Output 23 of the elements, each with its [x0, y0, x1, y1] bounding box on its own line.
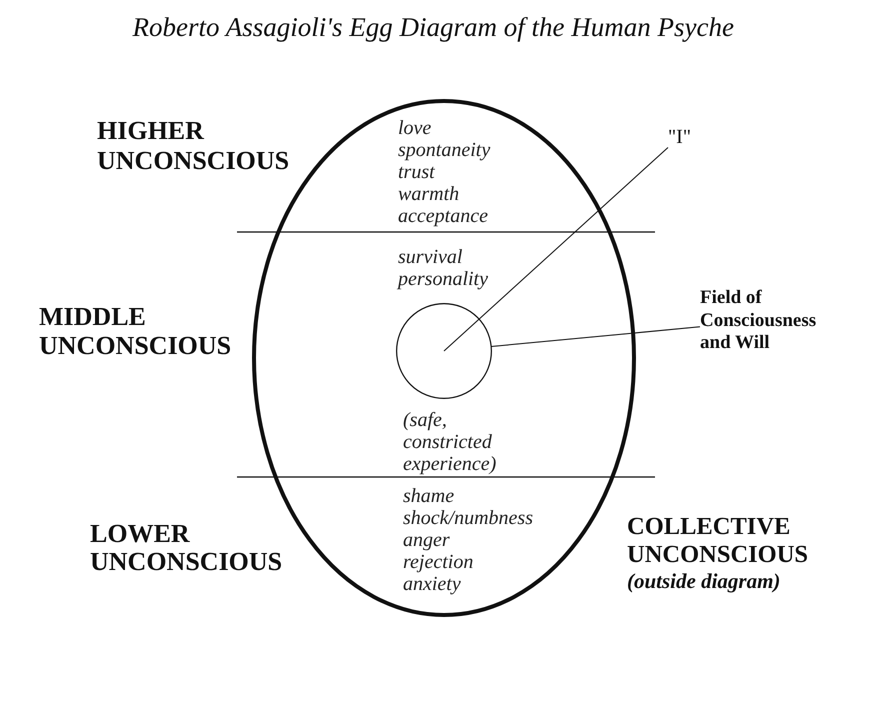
psyche-content-text: (safe, constricted experience) — [403, 409, 498, 475]
psyche-content-text: anger — [403, 529, 450, 551]
psyche-content-text: acceptance — [398, 205, 488, 227]
region-label: LOWER UNCONSCIOUS — [90, 520, 284, 576]
psyche-content-text: shock/numbness — [403, 507, 533, 529]
diagram-title: Roberto Assagioli's Egg Diagram of the Human Psyche — [132, 11, 734, 43]
region-label: MIDDLE UNCONSCIOUS — [39, 302, 232, 360]
field-label: Field of Consciousness and Will — [700, 287, 827, 354]
psyche-content-text: spontaneity — [398, 139, 490, 161]
region-label: HIGHER UNCONSCIOUS — [97, 116, 290, 176]
psyche-content-text: anxiety — [403, 573, 461, 595]
psyche-content-text: love — [398, 117, 432, 139]
psyche-content-text: shame — [403, 485, 454, 507]
self-label: "I" — [668, 125, 691, 149]
region-label: COLLECTIVE UNCONSCIOUS — [627, 513, 810, 569]
leader-line — [444, 147, 668, 352]
psyche-content-text: trust — [398, 161, 435, 183]
leader-line — [490, 326, 700, 347]
psyche-content-text: survival personality — [398, 246, 489, 290]
consciousness-circle — [396, 303, 492, 399]
note-text: (outside diagram) — [627, 570, 780, 592]
psyche-content-text: rejection — [403, 551, 474, 573]
psyche-content-text: warmth — [398, 183, 460, 205]
